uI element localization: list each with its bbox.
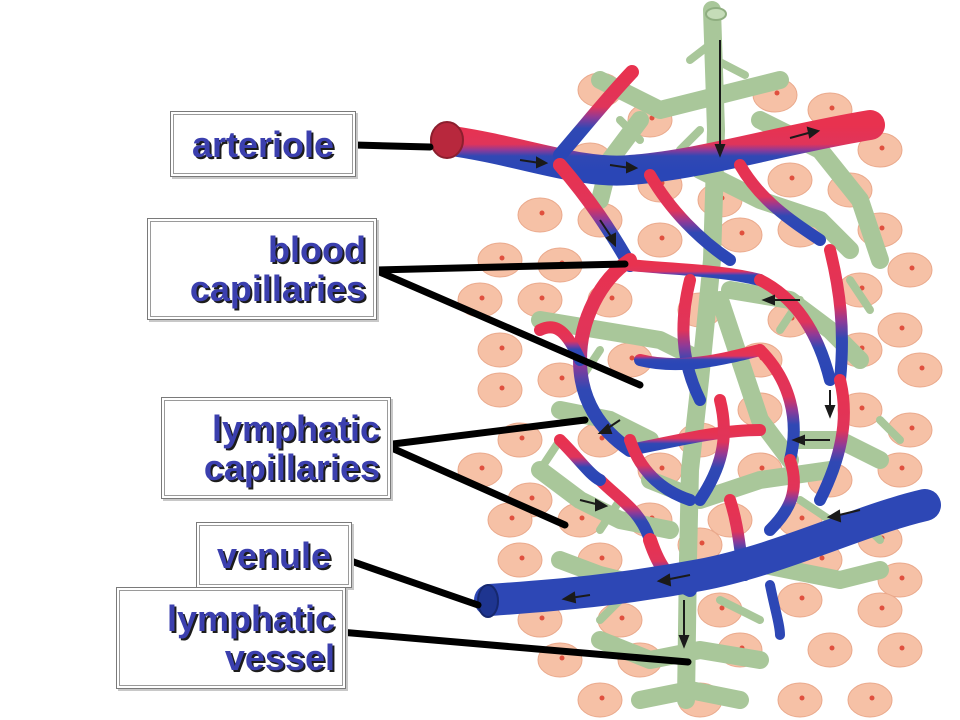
cell-nucleus [919, 365, 925, 371]
cell-nucleus [509, 515, 515, 521]
leader-line-lymphatic-capillaries-1 [381, 416, 589, 449]
cell-nucleus [519, 435, 525, 441]
flow-arrows [519, 40, 861, 649]
cell-nucleus [649, 115, 655, 121]
cell-nucleus [829, 645, 835, 651]
leader-line-lymphatic-capillaries-2 [381, 441, 569, 529]
tissue-cell [477, 332, 523, 368]
label-venule: venule [196, 522, 352, 588]
label-blood-capillaries-line2: capillaries [189, 268, 366, 309]
tissue-cell [577, 682, 623, 718]
blood-vessel-network [430, 65, 941, 640]
tissue-cell [877, 312, 923, 348]
cell-nucleus [629, 355, 635, 361]
tissue-cell [897, 352, 943, 388]
tissue-cell [717, 217, 763, 253]
cell-nucleus [479, 295, 485, 301]
leader-line-arteriole [351, 141, 434, 151]
tissue-cell [477, 372, 523, 408]
cell-nucleus [759, 465, 765, 471]
tissue-cell [887, 252, 933, 288]
tissue-cell [877, 452, 923, 488]
cell-nucleus [539, 295, 545, 301]
label-arteriole: arteriole [170, 111, 356, 177]
tissue-cell [857, 592, 903, 628]
cell-nucleus [499, 345, 505, 351]
label-arteriole-text: arteriole [191, 123, 335, 165]
cell-nucleus [829, 105, 835, 111]
cell-nucleus [799, 595, 805, 601]
tissue-cell [517, 197, 563, 233]
cell-nucleus [479, 465, 485, 471]
tissue-cell [777, 582, 823, 618]
arteriole-opening [430, 121, 464, 159]
cell-nucleus [499, 385, 505, 391]
tissue-cell [807, 632, 853, 668]
cell-nucleus [719, 605, 725, 611]
leader-line-blood-capillaries-2 [371, 266, 644, 389]
cell-nucleus [879, 605, 885, 611]
label-lymphatic-capillaries: lymphatic capillaries [161, 397, 391, 499]
cell-nucleus [879, 145, 885, 151]
cell-nucleus [879, 225, 885, 231]
cell-nucleus [559, 655, 565, 661]
cell-nucleus [909, 265, 915, 271]
tissue-cell [877, 562, 923, 598]
cell-nucleus [599, 695, 605, 701]
cell-nucleus [659, 235, 665, 241]
label-lymphatic-capillaries-line2: capillaries [203, 447, 380, 488]
cell-nucleus [799, 695, 805, 701]
label-lymphatic-vessel-line2: vessel [224, 637, 335, 678]
cell-nucleus [579, 515, 585, 521]
cell-nucleus [599, 435, 605, 441]
tissue-cell [477, 242, 523, 278]
label-lymphatic-vessel-line1: lymphatic [166, 598, 335, 639]
cell-nucleus [899, 575, 905, 581]
cell-nucleus [529, 495, 535, 501]
cell-nucleus [499, 255, 505, 261]
cell-nucleus [699, 540, 705, 546]
label-lymphatic-vessel: lymphatic vessel [116, 587, 346, 689]
cell-nucleus [659, 465, 665, 471]
tissue-cell [877, 632, 923, 668]
cell-nucleus [789, 175, 795, 181]
leader-line-venule [344, 556, 482, 609]
tissue-cell [497, 542, 543, 578]
cell-nucleus [899, 645, 905, 651]
cell-nucleus [619, 615, 625, 621]
cell-nucleus [869, 695, 875, 701]
cell-nucleus [559, 375, 565, 381]
cell-nucleus [909, 425, 915, 431]
lymphatic-vessel-opening [705, 7, 727, 21]
cell-nucleus [819, 555, 825, 561]
cell-nucleus [599, 555, 605, 561]
venule-opening [477, 584, 499, 618]
leader-line-lymphatic-vessel [336, 628, 692, 666]
cell-nucleus [539, 615, 545, 621]
cell-nucleus [899, 325, 905, 331]
cell-nucleus [519, 555, 525, 561]
cell-nucleus [899, 465, 905, 471]
leader-line-blood-capillaries-1 [371, 260, 629, 274]
cell-nucleus [799, 515, 805, 521]
tissue-cell [847, 682, 893, 718]
tissue-cell [637, 222, 683, 258]
label-blood-capillaries: blood capillaries [147, 218, 377, 320]
cell-nucleus [539, 210, 545, 216]
cell-nucleus [859, 405, 865, 411]
label-lymphatic-capillaries-line1: lymphatic [211, 408, 380, 449]
label-venule-text: venule [216, 534, 332, 576]
label-blood-capillaries-line1: blood [268, 229, 366, 270]
cell-nucleus [739, 230, 745, 236]
leader-lines [336, 141, 692, 666]
cell-nucleus [774, 90, 780, 96]
tissue-cell [777, 682, 823, 718]
tissue-cell [767, 162, 813, 198]
cell-nucleus [609, 295, 615, 301]
